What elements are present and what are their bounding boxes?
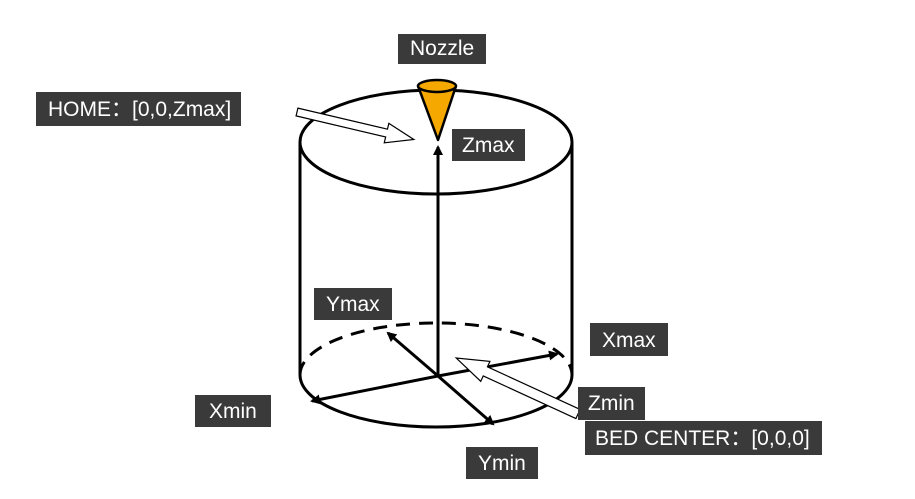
y-axis-max-arrow xyxy=(386,331,439,378)
zmax-label: Zmax xyxy=(452,129,525,161)
cylinder-bottom-front xyxy=(298,374,574,429)
zmin-label: Zmin xyxy=(578,387,645,420)
nozzle-cone-icon xyxy=(416,78,458,142)
nozzle-label: Nozzle xyxy=(398,34,487,64)
xmax-label: Xmax xyxy=(590,323,668,356)
ymin-label: Ymin xyxy=(466,447,538,479)
x-axis-max-arrow xyxy=(437,350,559,378)
y-axis-min-arrow xyxy=(437,374,495,426)
home-label: HOME：[0,0,Zmax] xyxy=(36,92,242,126)
bed-center-pointer-arrow-icon xyxy=(454,357,581,420)
xmin-label: Xmin xyxy=(195,395,271,427)
home-pointer-arrow-icon xyxy=(295,107,416,144)
bed-center-label: BED CENTER：[0,0,0] xyxy=(585,421,822,455)
cylinder-bottom-back-dashed xyxy=(298,321,574,376)
x-axis-min-arrow xyxy=(310,374,439,405)
ymax-label: Ymax xyxy=(314,288,392,320)
